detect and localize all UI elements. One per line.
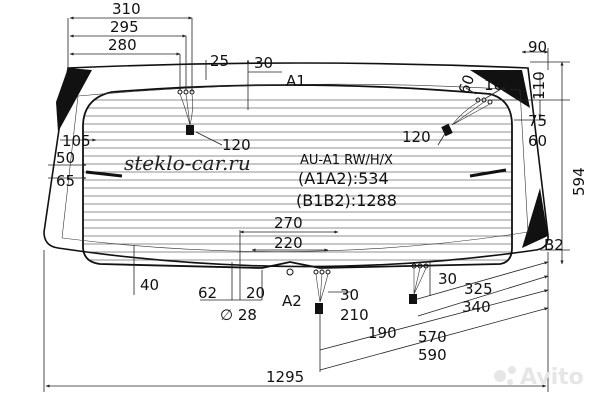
dim-60-top: 60 [455, 72, 478, 96]
outer-frit-line [61, 83, 529, 252]
b1b2-measure: (B1B2):1288 [296, 191, 397, 210]
glass-outline [43, 62, 549, 268]
point-a2: A2 [282, 292, 302, 310]
a1a2-measure: (A1A2):534 [298, 169, 389, 188]
point-a1: A1 [286, 72, 306, 90]
dim-75: 75 [528, 112, 547, 130]
dim-340: 340 [462, 298, 491, 316]
dim-50: 50 [56, 149, 75, 167]
dim-190: 190 [368, 324, 397, 342]
dim-120-left: 120 [222, 136, 251, 154]
dim-90: 90 [528, 38, 547, 56]
dim-570: 570 [418, 328, 447, 346]
dim-30-top: 30 [254, 54, 273, 72]
connector-bottom-center [313, 269, 331, 314]
dim-220: 220 [274, 234, 303, 252]
heater-bar-left [85, 170, 123, 178]
avito-logo: Avito [494, 365, 584, 390]
dim-diameter: ∅ 28 [220, 306, 257, 324]
dim-325: 325 [464, 280, 493, 298]
dim-270: 270 [274, 214, 303, 232]
dim-594: 594 [570, 167, 588, 196]
dim-25: 25 [210, 52, 229, 70]
dim-60-right: 60 [528, 132, 547, 150]
heating-grid [84, 99, 512, 261]
dim-105: 105 [62, 132, 91, 150]
frit-border [82, 84, 513, 269]
dim-40: 40 [140, 276, 159, 294]
model-code: AU-A1 RW/H/X [300, 153, 393, 168]
dim-65: 65 [56, 172, 75, 190]
dimension-lines [43, 16, 570, 392]
dim-120-right: 120 [402, 128, 431, 146]
dim-310: 310 [112, 0, 141, 18]
info-block: AU-A1 RW/H/X (A1A2):534 (B1B2):1288 [296, 153, 397, 210]
corner-block-bottom-right [522, 188, 548, 248]
dim-110: 110 [530, 71, 548, 100]
heater-bar-right [469, 168, 507, 178]
point-b2: B2 [544, 236, 564, 254]
dim-62: 62 [198, 284, 217, 302]
dim-100: 100 [484, 76, 513, 94]
watermark: steklo-car.ru [124, 151, 251, 175]
dim-590: 590 [418, 346, 447, 364]
dim-20: 20 [246, 284, 265, 302]
dim-30-right: 30 [438, 270, 457, 288]
sensor-hole [286, 268, 294, 276]
dim-295: 295 [110, 18, 139, 36]
dim-1295: 1295 [266, 368, 304, 386]
corner-block-top-left [56, 68, 92, 132]
dimension-labels: 310 295 280 25 30 90 100 60 110 75 60 59… [56, 0, 588, 386]
connector-bottom-right [409, 263, 429, 304]
reference-points: A1 A2 B2 [282, 72, 564, 310]
avito-logo-text: Avito [520, 365, 584, 390]
dim-30-bottom: 30 [340, 286, 359, 304]
dim-280: 280 [108, 36, 137, 54]
connector-top-right [441, 97, 493, 137]
dim-210: 210 [340, 306, 369, 324]
